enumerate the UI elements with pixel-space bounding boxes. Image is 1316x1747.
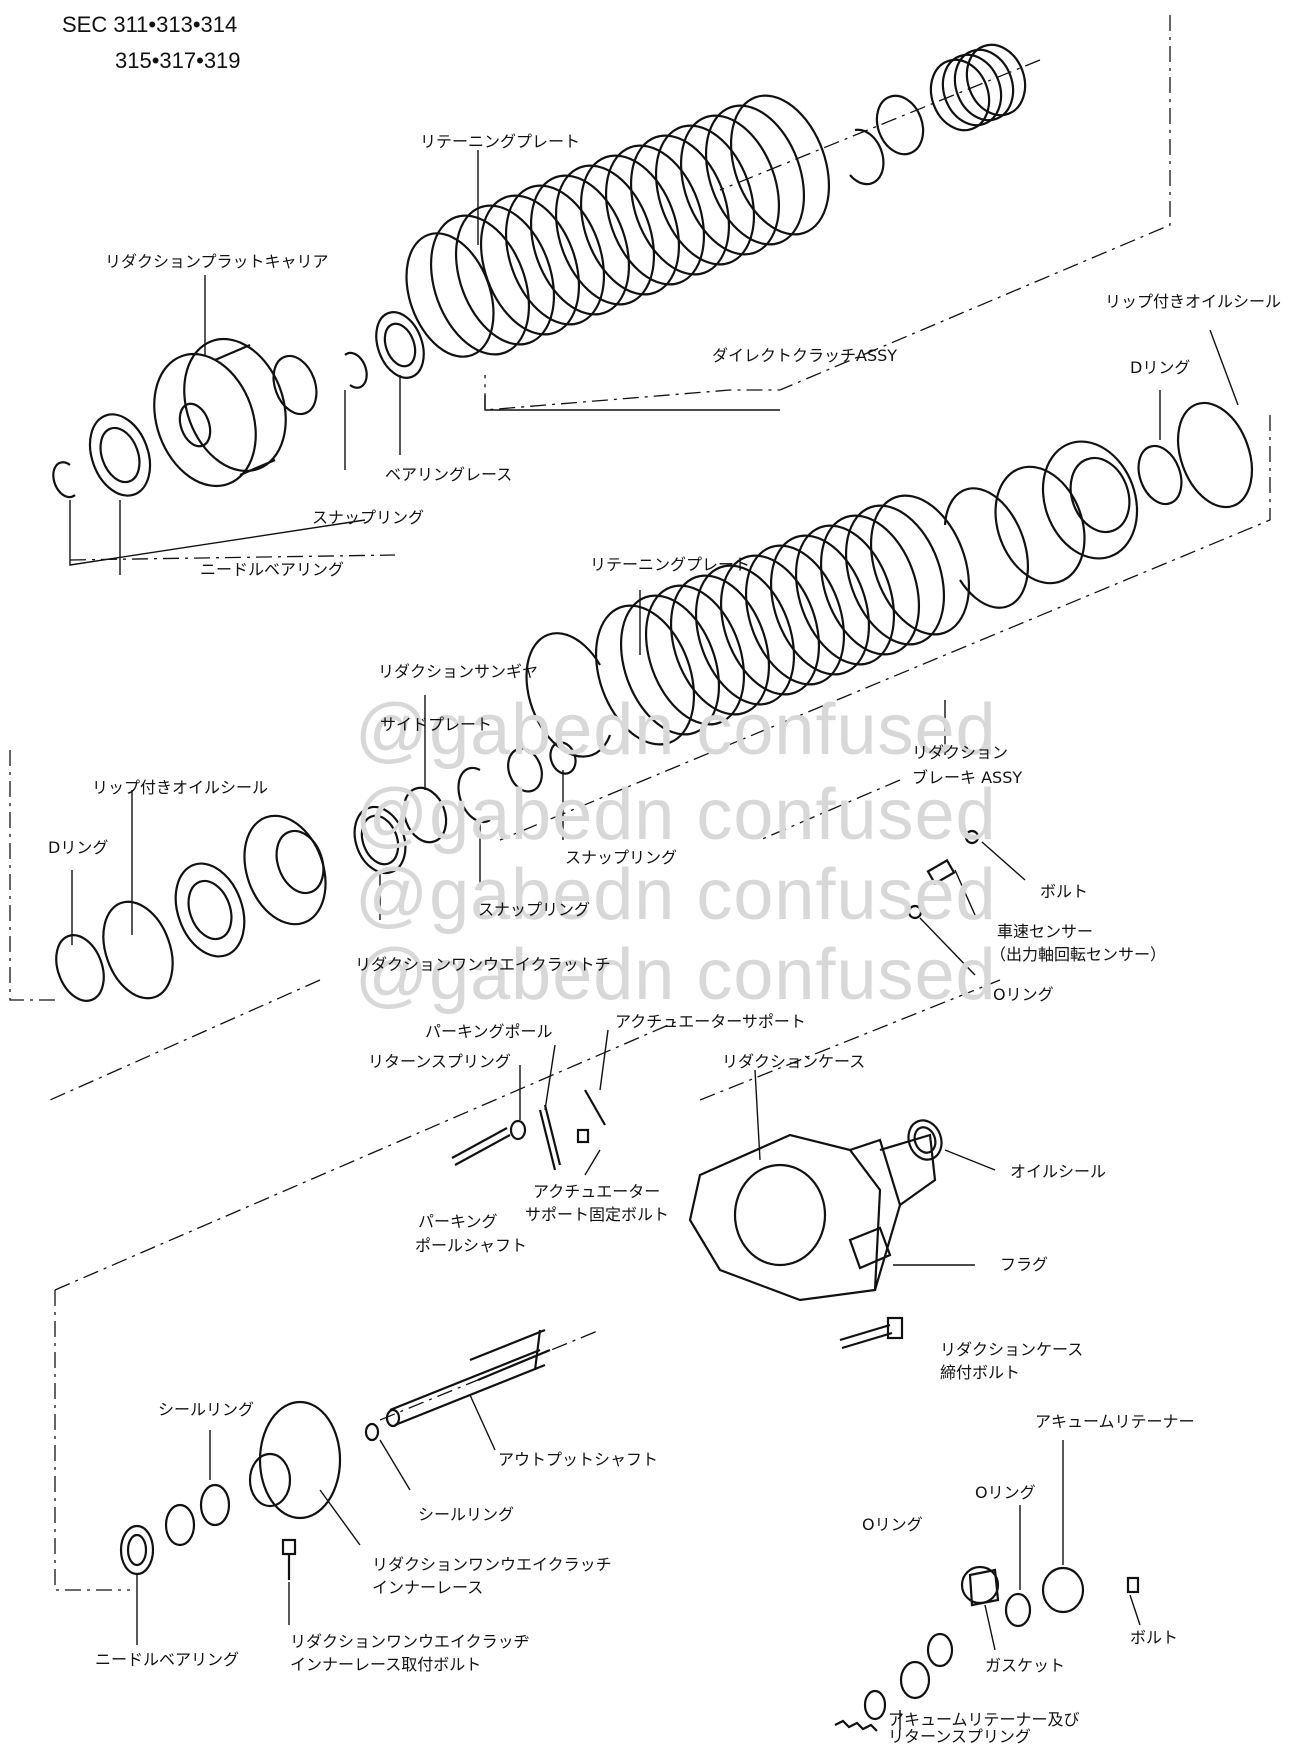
label-inner-race-1: リダクションワンウエイクラッチ (372, 1555, 612, 1574)
label-parking-pawl: パーキングポール (425, 1022, 553, 1041)
label-o-ring-accum-b: Oリング (862, 1515, 923, 1534)
label-case-bolt-1: リダクションケース (940, 1340, 1084, 1359)
section-number-line-2: 315•317•319 (115, 48, 241, 73)
label-oil-seal: オイルシール (1010, 1162, 1107, 1181)
label-bearing-race: ベアリングレース (385, 465, 513, 484)
direct-clutch-row (52, 43, 1027, 499)
label-reduction-planet-carrier: リダクションプラットキャリア (105, 252, 329, 271)
watermark-line-1: @gabedn confused (355, 690, 997, 770)
label-d-ring-right: Dリング (1130, 358, 1191, 377)
watermark-line-4: @gabedn confused (355, 935, 997, 1015)
label-snap-ring-mid-right: スナップリング (565, 848, 678, 867)
label-bolt-accum: ボルト (1130, 1628, 1179, 1647)
label-parking-shaft-1: パーキング (418, 1212, 498, 1231)
label-reduction-brake-assy-2: ブレーキ ASSY (912, 768, 1023, 787)
label-actuator-bolt-1: アクチュエーター (533, 1182, 661, 1201)
label-inner-race-bolt-1: リダクションワンウエイクラッヂ (290, 1632, 530, 1651)
label-plug: フラグ (1000, 1255, 1049, 1274)
output-shaft-row (119, 1328, 1140, 1732)
label-speed-sensor-2: （出力軸回転センサー） (990, 945, 1167, 964)
label-retaining-plate-mid: リテーニングプレート (590, 555, 751, 574)
section-number-line-1: SEC 311•313•314 (62, 12, 238, 37)
label-case-bolt-2: 締付ボルト (940, 1363, 1021, 1382)
label-reduction-one-way-clutch: リダクションワンウエイクラットチ (355, 955, 611, 974)
label-accum-spring-2: リターンスプリング (888, 1727, 1031, 1746)
label-accum-retainer: アキュームリテーナー (1035, 1412, 1195, 1431)
label-side-plate: サイドプレート (380, 715, 493, 734)
label-o-ring-accum-a: Oリング (975, 1483, 1036, 1502)
label-needle-bearing-bottom: ニードルベアリング (95, 1650, 240, 1669)
label-snap-ring-mid-left: スナップリング (478, 900, 591, 919)
label-o-ring-sensor: Oリング (993, 985, 1054, 1004)
label-inner-race-2: インナーレース (372, 1578, 484, 1597)
label-reduction-case: リダクションケース (722, 1052, 866, 1071)
watermark-line-2: @gabedn confused (355, 775, 997, 855)
label-actuator-support: アクチュエーターサポート (615, 1012, 806, 1031)
label-output-shaft: アウトプットシャフト (498, 1450, 659, 1469)
label-reduction-sun-gear: リダクションサンギヤ (378, 662, 539, 681)
label-reduction-brake-assy-1: リダクション (912, 743, 1009, 762)
label-lip-oil-seal-right: リップ付きオイルシール (1105, 292, 1282, 311)
callout-leaders (69, 150, 1239, 1730)
label-gasket: ガスケット (985, 1656, 1066, 1675)
watermark-line-3: @gabedn confused (355, 855, 997, 935)
label-bolt-sensor: ボルト (1040, 882, 1089, 901)
label-snap-ring-top: スナップリング (312, 508, 425, 527)
label-retaining-plate-top: リテーニングプレート (420, 132, 581, 151)
label-seal-ring-bottom: シールリング (418, 1505, 515, 1524)
case-assembly (451, 829, 980, 1350)
label-parking-shaft-2: ポールシャフト (415, 1236, 528, 1255)
label-return-spring: リターンスプリング (368, 1052, 511, 1071)
label-accum-spring-1: アキュームリテーナー及び (888, 1710, 1080, 1729)
label-d-ring-left: Dリング (48, 838, 109, 857)
label-speed-sensor-1: 車速センサー (997, 922, 1094, 941)
reduction-brake-row (55, 401, 1254, 1002)
label-actuator-bolt-2: サポート固定ボルト (525, 1205, 670, 1224)
label-seal-ring-top: シールリング (158, 1400, 255, 1419)
label-needle-bearing-top: ニードルベアリング (200, 560, 345, 579)
label-lip-oil-seal-left: リップ付きオイルシール (92, 778, 269, 797)
label-inner-race-bolt-2: インナーレース取付ボルト (290, 1655, 482, 1674)
label-direct-clutch-assy: ダイレクトクラッチASSY (712, 346, 898, 365)
